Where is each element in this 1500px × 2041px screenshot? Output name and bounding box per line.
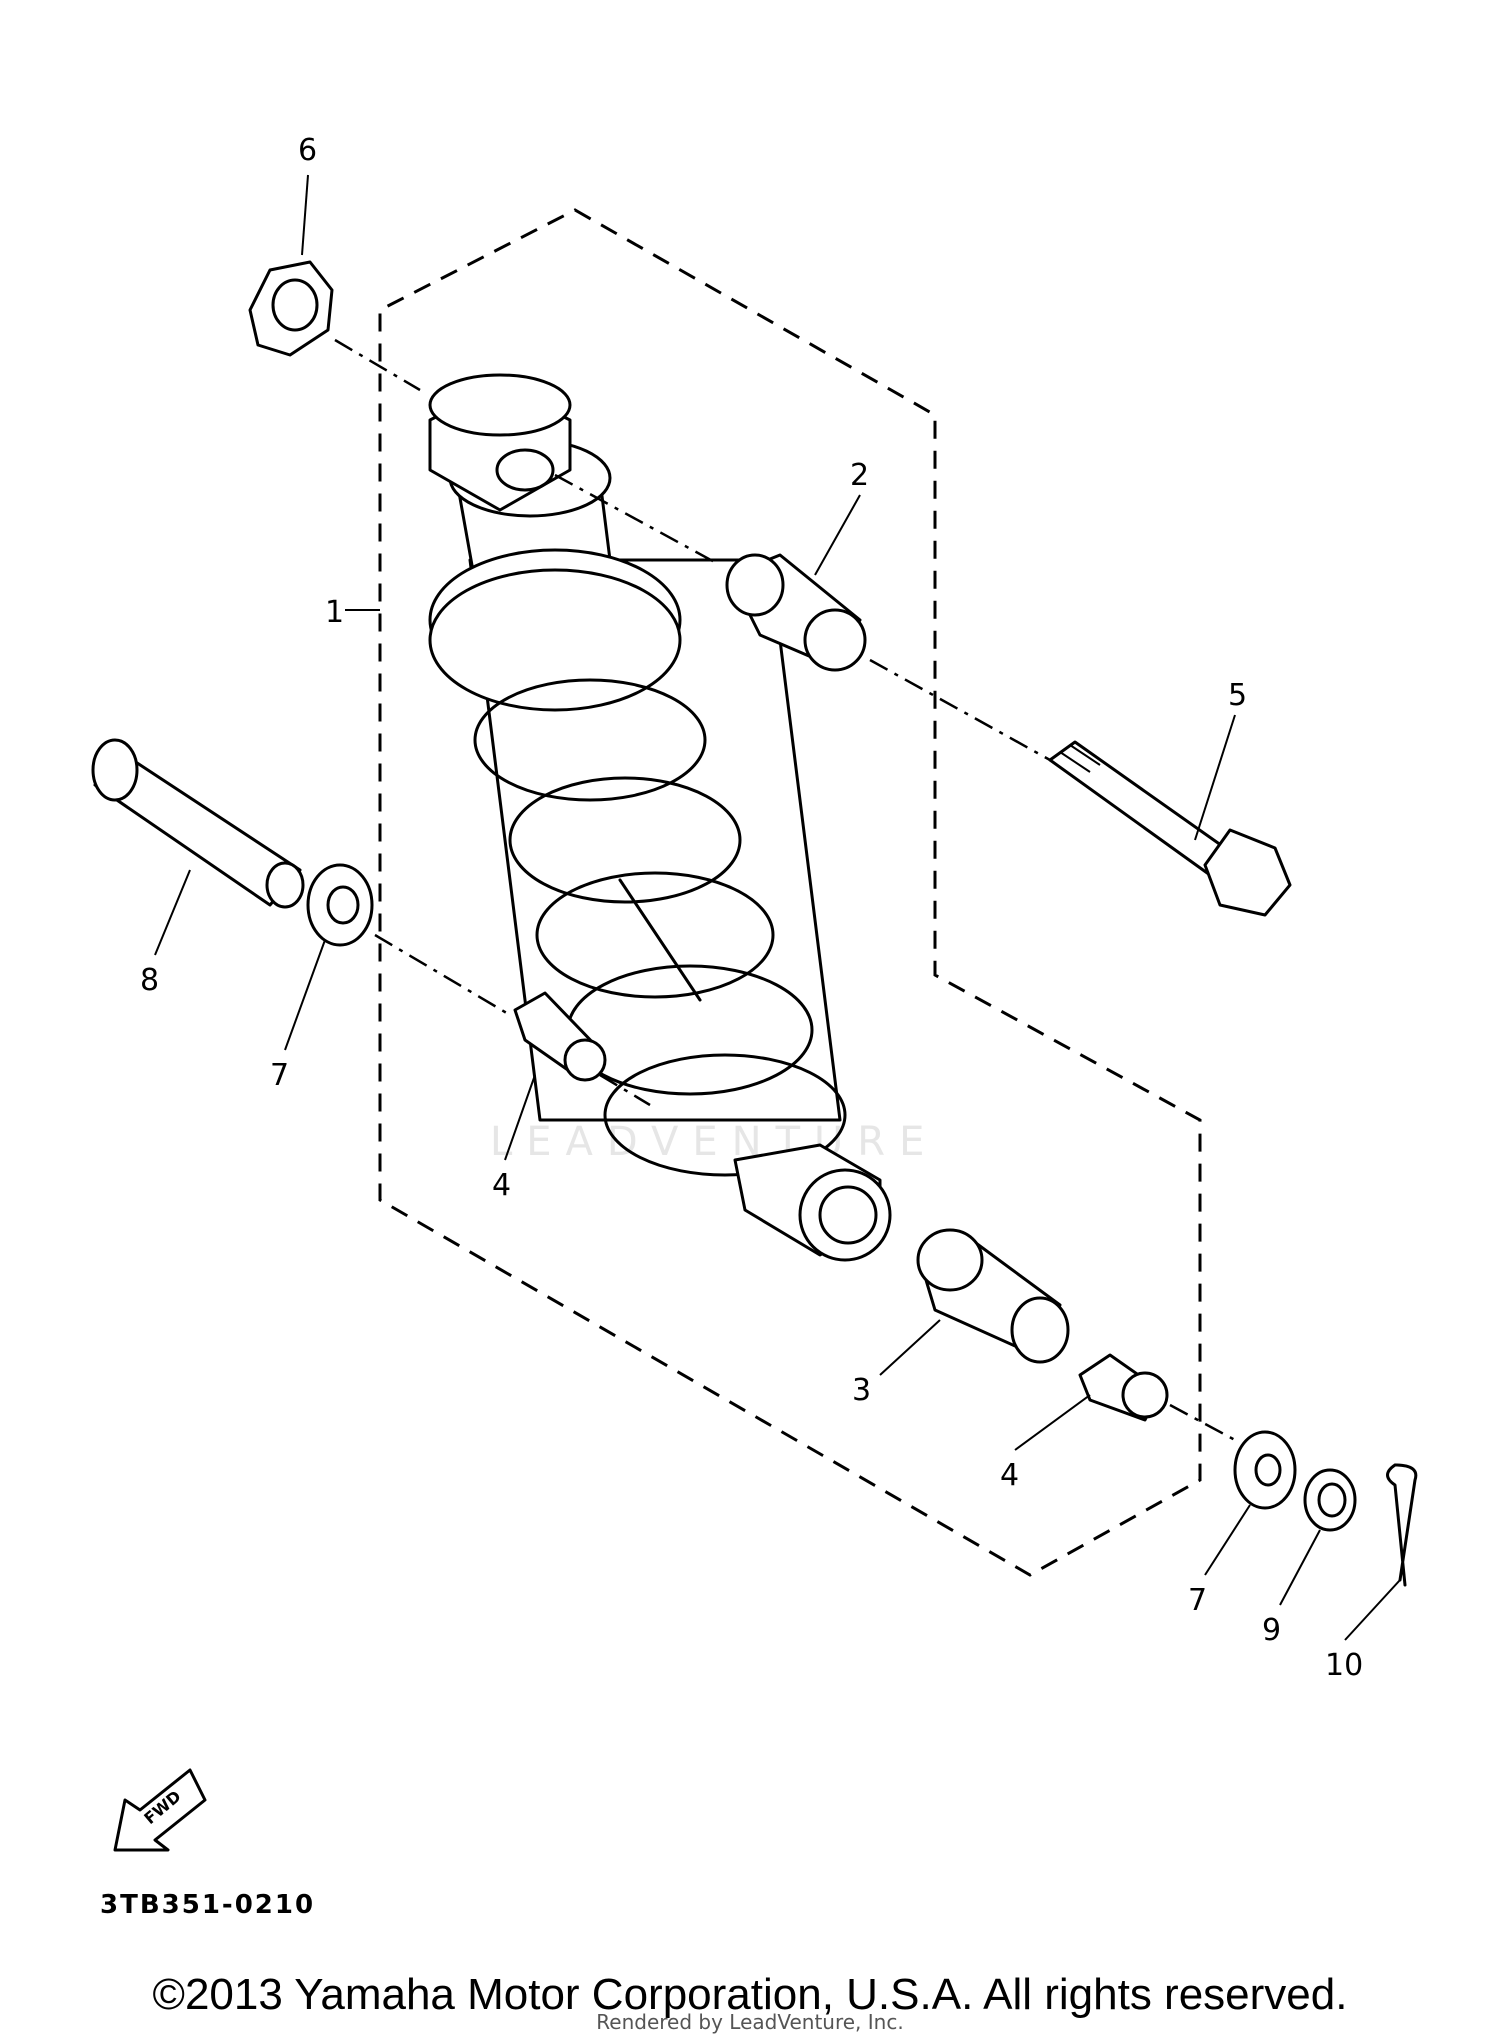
callout-2-leader (814, 494, 861, 576)
callout-7a-leader (284, 939, 326, 1051)
callout-4a: 4 (492, 1168, 511, 1203)
watermark-text: LEADVENTURE (490, 1119, 938, 1165)
callout-6: 6 (298, 133, 317, 168)
part-7-washer-left (306, 863, 374, 947)
callout-7b-leader (1204, 1504, 1251, 1576)
callout-3-leader (879, 1319, 941, 1376)
part-6-nut (248, 260, 334, 357)
rendered-by-notice: Rendered by LeadVenture, Inc. (596, 2010, 904, 2034)
part-3-bushing (916, 1228, 1070, 1364)
part-7-washer-right (1233, 1430, 1297, 1510)
callout-10-leader (1344, 1579, 1401, 1641)
diagram-code: 3TB351-0210 (100, 1890, 315, 1920)
part-4-collar-left (513, 991, 607, 1082)
callout-9-leader (1279, 1529, 1321, 1606)
callout-4a-leader (504, 1074, 536, 1161)
callout-5: 5 (1228, 678, 1247, 713)
callout-10: 10 (1325, 1648, 1363, 1683)
part-9-washer (1303, 1468, 1357, 1532)
callout-4b-leader (1014, 1394, 1091, 1451)
callout-9: 9 (1262, 1613, 1281, 1648)
part-5-bolt (1048, 740, 1292, 917)
copyright-notice: ©2013 Yamaha Motor Corporation, U.S.A. A… (152, 1970, 1348, 2019)
callout-1: 1 (325, 595, 344, 630)
part-2-collar (725, 553, 867, 672)
callout-5-leader (1194, 714, 1236, 841)
callout-3: 3 (852, 1373, 871, 1408)
shock-absorber (428, 373, 892, 1262)
fwd-arrow-icon: FWD (113, 1768, 207, 1852)
part-4-collar-right (1078, 1353, 1169, 1422)
part-8-pin (91, 738, 305, 909)
shock-assembly-boundary (378, 208, 1202, 1577)
callout-7a: 7 (270, 1058, 289, 1093)
part-10-cotter-pin (1386, 1463, 1418, 1587)
callout-2: 2 (850, 458, 869, 493)
callout-8-leader (154, 869, 191, 956)
callout-6-leader (301, 174, 309, 256)
callout-7b: 7 (1188, 1583, 1207, 1618)
callout-8: 8 (140, 963, 159, 998)
callout-4b: 4 (1000, 1458, 1019, 1493)
